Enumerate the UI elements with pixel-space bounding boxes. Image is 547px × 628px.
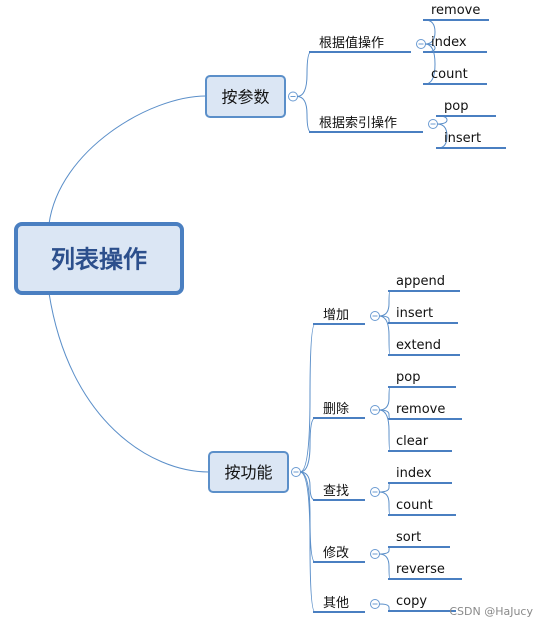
connector-group-item <box>378 491 391 516</box>
connector-group-item <box>378 315 391 356</box>
item-label: copy <box>396 594 427 609</box>
connector-group-item <box>424 19 436 45</box>
item-label: pop <box>396 370 420 385</box>
connector-branch-group <box>299 417 316 473</box>
connector-group-item <box>378 290 391 317</box>
group-label: 修改 <box>323 546 349 561</box>
watermark: CSDN @HaJucy <box>449 605 533 618</box>
root-node-label: 列表操作 <box>51 246 147 274</box>
branch-node-1[interactable] <box>205 75 286 118</box>
item-label: clear <box>396 434 429 449</box>
item-label: index <box>431 35 467 50</box>
item-label: extend <box>396 338 441 353</box>
item-label: sort <box>396 530 421 545</box>
branch-node-label: 按功能 <box>224 463 272 482</box>
connector-branch-group <box>296 51 312 97</box>
connector-group-item <box>436 115 448 125</box>
root-node[interactable] <box>14 222 184 295</box>
connector-branch-group <box>299 471 316 563</box>
connector-root-branch-2 <box>48 292 210 473</box>
item-label: append <box>396 274 445 289</box>
group-label: 其他 <box>323 596 349 611</box>
branch-node-label: 按参数 <box>221 88 269 107</box>
connector-branch-group <box>299 323 316 473</box>
connector-group-item <box>378 482 391 493</box>
connector-branch-group <box>296 96 312 133</box>
item-label: count <box>396 498 433 513</box>
item-label: insert <box>444 131 481 146</box>
item-label: insert <box>396 306 433 321</box>
connector-group-item <box>378 409 391 452</box>
item-label: remove <box>396 402 445 417</box>
item-label: pop <box>444 99 468 114</box>
group-label: 查找 <box>323 484 349 499</box>
connector-group-item <box>436 123 448 149</box>
item-label: remove <box>431 3 480 18</box>
connector-root-branch-1 <box>48 95 207 225</box>
connector-group-item <box>378 553 391 580</box>
connector-group-item <box>424 43 436 85</box>
item-label: count <box>431 67 468 82</box>
item-label: reverse <box>396 562 445 577</box>
group-label: 删除 <box>323 402 349 417</box>
group-label: 根据值操作 <box>319 35 384 51</box>
connector-group-item <box>378 386 391 411</box>
connector-group-item <box>378 546 391 555</box>
group-label: 根据索引操作 <box>319 115 397 131</box>
connector-group-item <box>378 315 391 324</box>
connector-branch-group <box>299 471 316 613</box>
connector-branch-group <box>299 471 316 501</box>
connector-group-item <box>378 409 391 420</box>
connector-group-item <box>378 603 391 612</box>
group-label: 增加 <box>323 308 349 323</box>
branch-node-2[interactable] <box>208 451 289 493</box>
item-label: index <box>396 466 432 481</box>
